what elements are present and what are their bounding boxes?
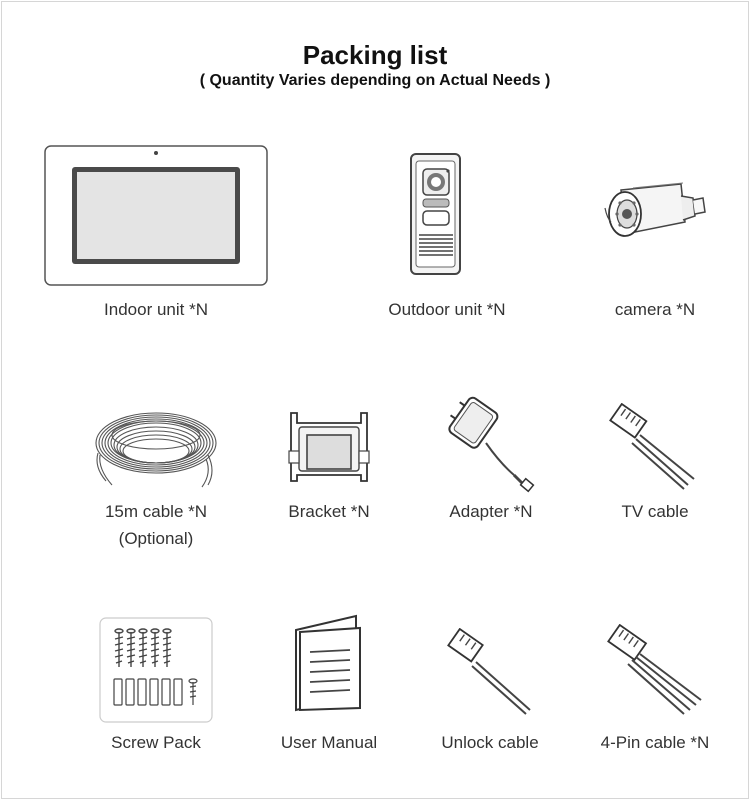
- outdoor-unit-label: Outdoor unit *N: [388, 300, 506, 319]
- screw-pack-icon: [99, 617, 213, 723]
- four-pin-cable-label: 4-Pin cable *N: [600, 733, 710, 752]
- bullet-camera-icon: [603, 178, 707, 254]
- user-manual-icon: [294, 614, 364, 712]
- page-title: Packing list: [302, 40, 448, 70]
- cable-15m-title: 15m cable *N: [104, 502, 208, 521]
- indoor-monitor-icon: [44, 145, 268, 287]
- indoor-unit-label: Indoor unit *N: [104, 300, 208, 319]
- four-pin-cable-icon: [606, 624, 704, 718]
- wall-bracket-icon: [285, 407, 373, 487]
- camera-label: camera *N: [614, 300, 696, 319]
- bracket-label: Bracket *N: [288, 502, 370, 521]
- tv-cable-label: TV cable: [621, 502, 689, 521]
- tv-cable-icon: [608, 403, 700, 493]
- adapter-label: Adapter *N: [449, 502, 533, 521]
- coiled-cable-icon: [90, 405, 222, 491]
- unlock-cable-label: Unlock cable: [441, 733, 539, 752]
- user-manual-label: User Manual: [280, 733, 378, 752]
- unlock-cable-icon: [446, 628, 534, 718]
- power-adapter-icon: [440, 393, 544, 495]
- screw-pack-label: Screw Pack: [111, 733, 201, 752]
- cable-15m-label: 15m cable *N (Optional): [105, 502, 207, 549]
- doorbell-outdoor-unit-icon: [410, 153, 462, 277]
- page-subtitle: ( Quantity Varies depending on Actual Ne…: [199, 72, 551, 89]
- cable-15m-note: (Optional): [118, 529, 194, 548]
